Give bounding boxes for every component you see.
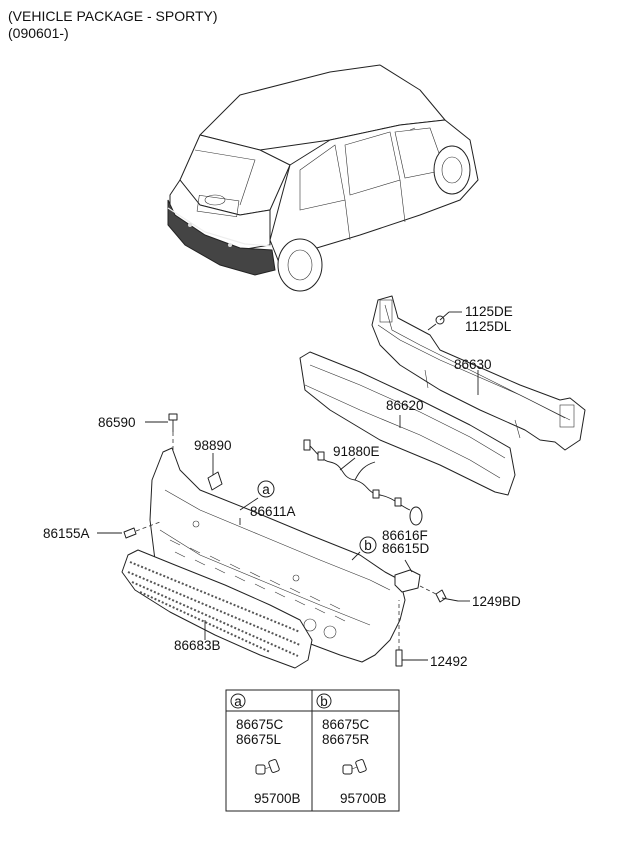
detail-a-sensor-icon (255, 759, 280, 775)
callout-1125DL: 1125DL (465, 319, 512, 334)
detail-a-part-95700B: 95700B (254, 791, 301, 806)
diagram-title-date-range: (090601-) (8, 25, 69, 41)
callout-1125DE: 1125DE (465, 304, 513, 319)
marker-a: a (257, 480, 275, 498)
callout-86615D: 86615D (382, 541, 430, 556)
detail-a-part-86675L: 86675L (236, 732, 282, 747)
detail-a-part-86675C: 86675C (236, 717, 284, 732)
car-illustration (167, 64, 479, 292)
bolt-12492 (395, 600, 403, 667)
callout-12492: 12492 (430, 654, 468, 669)
diagram-title-package: (VEHICLE PACKAGE - SPORTY) (8, 8, 218, 24)
callout-86620: 86620 (386, 398, 424, 413)
energy-absorber-86620 (299, 351, 516, 496)
callout-86616F: 86616F (382, 528, 428, 543)
detail-b-sensor-icon (342, 759, 367, 775)
lower-grille-86683B (121, 549, 313, 669)
callout-86611A: 86611A (250, 504, 296, 519)
screw-86155A (123, 521, 161, 539)
detail-table: a 86675C 86675L 95700B b 86675C 86675R 9… (225, 689, 400, 812)
detail-column-b: b 86675C 86675R 95700B (316, 693, 387, 806)
callout-86590: 86590 (98, 415, 136, 430)
marker-b-label: b (364, 538, 372, 553)
detail-b-part-95700B: 95700B (340, 791, 387, 806)
detail-b-part-86675C: 86675C (322, 717, 370, 732)
callout-91880E: 91880E (333, 444, 380, 459)
callout-86155A: 86155A (43, 526, 90, 541)
bumper-beam-86630 (371, 295, 586, 451)
detail-column-a: a 86675C 86675L 95700B (230, 693, 301, 806)
callout-86683B: 86683B (174, 638, 221, 653)
leader-lines (97, 311, 479, 661)
marker-a-label: a (262, 482, 270, 497)
fastener-86590 (168, 413, 178, 450)
detail-marker-a: a (234, 694, 242, 709)
detail-marker-b: b (320, 694, 328, 709)
wiring-harness-91880E (303, 439, 423, 526)
bolt-1249BD (419, 585, 459, 603)
detail-b-part-86675R: 86675R (322, 732, 370, 747)
callout-86630: 86630 (454, 357, 492, 372)
marker-b: b (359, 536, 377, 554)
callout-98890: 98890 (194, 438, 232, 453)
callout-1249BD: 1249BD (472, 594, 521, 609)
bumper-vent-slots (169, 539, 346, 622)
